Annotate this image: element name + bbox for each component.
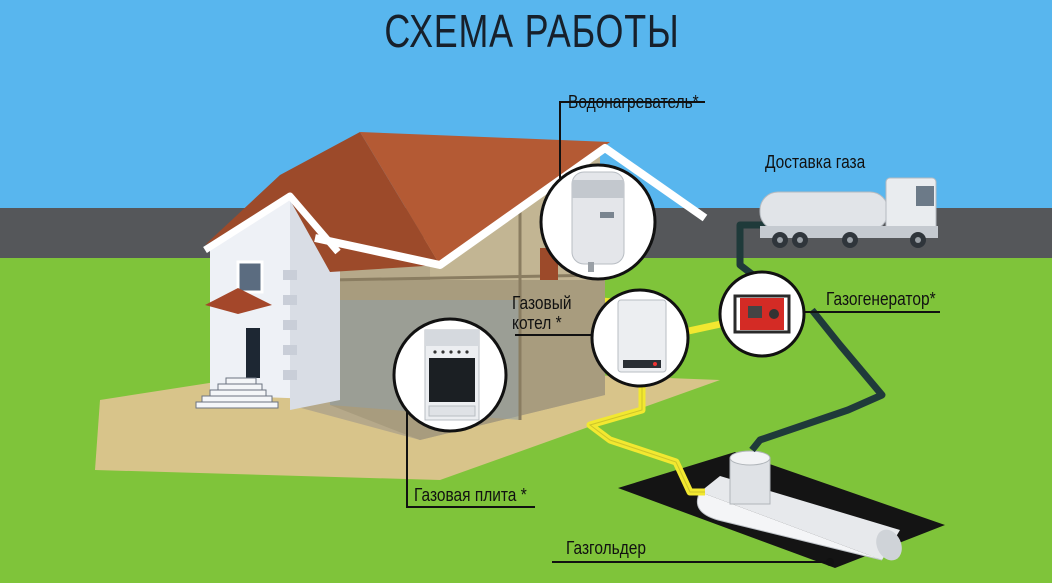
asterisk-water-heater: * — [692, 92, 699, 112]
label-gas-delivery: Доставка газа — [765, 152, 866, 172]
asterisk-boiler: * — [555, 313, 562, 333]
label-stove: Газовая плита * — [414, 485, 527, 505]
label-boiler-line2-wrap: котел * — [512, 313, 571, 333]
label-generator-text: Газогенератор — [826, 289, 930, 309]
asterisk-stove: * — [520, 485, 527, 505]
label-boiler: Газовый котел * — [512, 293, 571, 333]
label-gasholder: Газгольдер — [566, 538, 646, 558]
label-water-heater: Водонагреватель* — [568, 92, 699, 112]
label-boiler-line1: Газовый — [512, 293, 572, 313]
water-heater-callout — [539, 163, 657, 281]
leader-stove — [406, 388, 535, 508]
gas-pipe-outline — [588, 385, 705, 493]
diagram-title: СХЕМА РАБОТЫ — [384, 5, 680, 57]
label-generator: Газогенератор* — [826, 289, 936, 309]
label-stove-text: Газовая плита — [414, 485, 517, 505]
generator-callout — [718, 270, 806, 358]
gasholder-tank — [696, 450, 902, 561]
stove-callout — [392, 317, 508, 433]
label-water-heater-text: Водонагреватель — [568, 92, 693, 112]
gas-truck — [759, 177, 938, 248]
boiler-callout — [590, 288, 690, 388]
asterisk-generator: * — [929, 289, 936, 309]
label-boiler-line2: котел — [512, 313, 552, 333]
